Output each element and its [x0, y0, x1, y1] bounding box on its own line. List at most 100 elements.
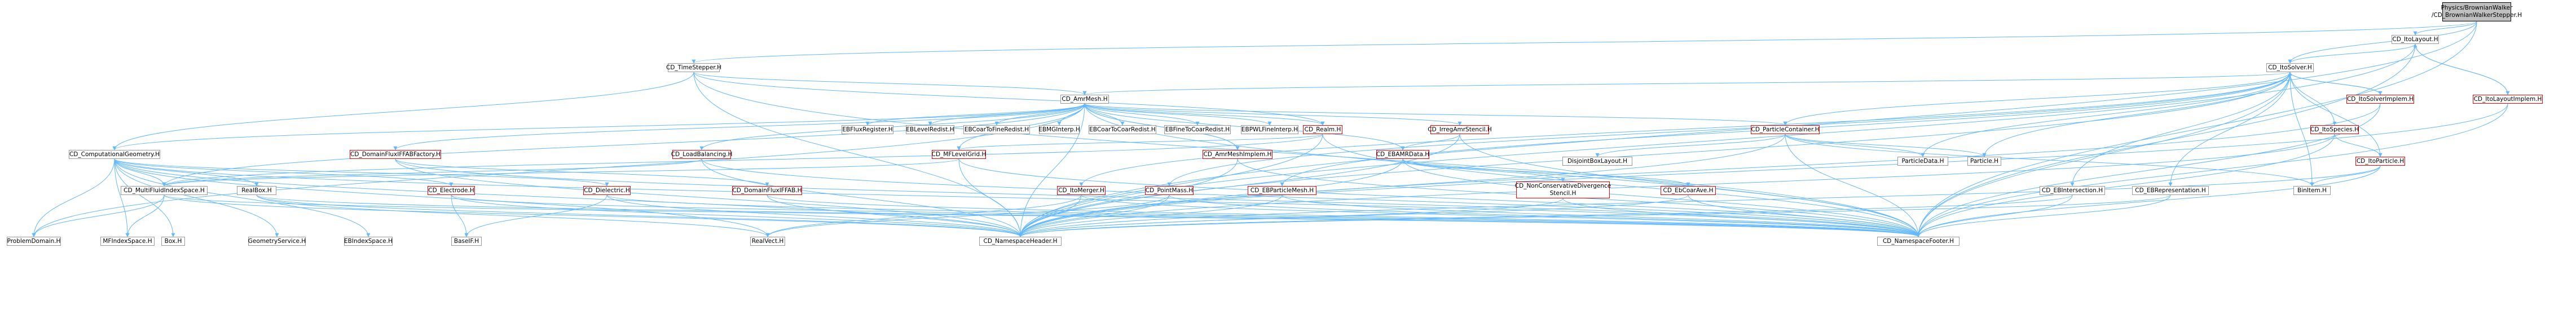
edge-timestepper-to-amrmesh [693, 72, 1087, 95]
edge-compgeom-to-mfmultifluidindexspace [114, 158, 166, 187]
edge-ebcoarave-to-nsfooter [1688, 194, 1921, 237]
node-timestepper[interactable]: CD_TimeStepper.H [666, 63, 721, 72]
edge-root-to-itosolver [2288, 21, 2477, 64]
node-ebrepresentation[interactable]: CD_EBRepresentation.H [2132, 186, 2209, 195]
edge-pointmass-to-realvect [765, 194, 1170, 237]
node-realvect[interactable]: RealVect.H [750, 237, 785, 246]
edge-realm-to-nsheader [1018, 134, 1323, 237]
node-compgeom[interactable]: CD_ComputationalGeometry.H [69, 150, 160, 159]
edge-itolayoutimplem-to-nsfooter [1916, 103, 2508, 237]
edge-particlecontainer-to-nsfooter [1785, 134, 1921, 237]
node-dielectric[interactable]: CD_Dielectric.H [583, 186, 631, 195]
node-root[interactable]: Physics/BrownianWalker /CD_BrownianWalke… [2432, 2, 2522, 21]
edge-loadbalancing-to-nsheader [701, 158, 1023, 237]
edge-mflevelgrid-to-nsheader [958, 158, 1023, 237]
node-domainfluxiffab[interactable]: CD_DomainFluxIFFAB.H [732, 186, 802, 195]
node-nonconsdivstencil[interactable]: CD_NonConservativeDivergence Stencil.H [1515, 182, 1611, 198]
edge-root-to-timestepper [692, 21, 2477, 64]
node-disjointboxlayout[interactable]: DisjointBoxLayout.H [1562, 157, 1632, 166]
edge-ebamrdata-to-nsfooter [1402, 158, 1921, 237]
node-geometryservice[interactable]: GeometryService.H [248, 237, 306, 246]
node-amrmeshimplem[interactable]: CD_AmrMeshImplem.H [1203, 150, 1272, 159]
node-nsheader[interactable]: CD_NamespaceHeader.H [979, 237, 1062, 246]
node-mflevelgrid[interactable]: CD_MFLevelGrid.H [932, 150, 986, 159]
edge-compgeom-to-electrode [114, 158, 453, 187]
edge-itomerger-to-realvect [765, 194, 1082, 237]
edge-ebrepresentation-to-nsfooter [1916, 194, 2171, 237]
edge-compgeom-to-box [114, 158, 175, 237]
edge-compgeom-to-realvect [114, 158, 770, 237]
edge-itoparticle-to-binitem [2310, 165, 2381, 187]
edge-particlecontainer-to-nsheader [1018, 134, 1786, 237]
edge-ebcoarave-to-nsheader [1018, 194, 1689, 237]
node-loadbalancing[interactable]: CD_LoadBalancing.H [671, 150, 732, 159]
node-electrode[interactable]: CD_Electrode.H [428, 186, 475, 195]
edge-root-to-nsheader [1018, 21, 2477, 237]
edge-dielectric-to-nsfooter [606, 194, 1921, 237]
node-ebfluxregister[interactable]: EBFluxRegister.H [842, 125, 893, 134]
edge-dielectric-to-basefab [464, 194, 607, 237]
node-itosolver[interactable]: CD_ItoSolver.H [2266, 63, 2314, 72]
edge-amrmesh-to-particlecontainer [1084, 103, 1787, 126]
edge-itoparticle-to-nsheader [1018, 165, 2381, 237]
node-problemdomain[interactable]: ProblemDomain.H [7, 237, 61, 246]
node-pointmass[interactable]: CD_PointMass.H [1145, 186, 1194, 195]
node-particlecontainer[interactable]: CD_ParticleContainer.H [1751, 125, 1820, 134]
node-box[interactable]: Box.H [161, 237, 185, 246]
edge-itosolver-to-pointmass [1167, 72, 2291, 187]
edge-itoparticle-to-nsfooter [1916, 165, 2381, 237]
node-nsfooter[interactable]: CD_NamespaceFooter.H [1877, 237, 1959, 246]
node-realbox[interactable]: RealBox.H [237, 186, 276, 195]
node-itolayoutimplem[interactable]: CD_ItoLayoutImplem.H [2473, 95, 2543, 104]
node-ebindexspace[interactable]: EBIndexSpace.H [344, 237, 393, 246]
edge-amrmesh-to-ebcoartofineredist [994, 103, 1085, 126]
edge-realbox-to-nsheader [256, 194, 1023, 237]
node-irregamrstencil[interactable]: CD_IrregAmrStencil.H [1428, 125, 1492, 134]
node-binitem[interactable]: BinItem.H [2293, 186, 2331, 195]
node-particle[interactable]: Particle.H [1967, 157, 2001, 166]
node-ebcoartofineredist[interactable]: EBCoarToFineRedist.H [963, 125, 1030, 134]
node-eblevelredist[interactable]: EBLevelRedist.H [906, 125, 954, 134]
node-mfindexspace[interactable]: MFIndexSpace.H [100, 237, 155, 246]
node-mfmultifluidindexspace[interactable]: CD_MultiFluidIndexSpace.H [121, 186, 208, 195]
node-itospecies[interactable]: CD_ItoSpecies.H [2310, 125, 2359, 134]
node-ebintersection[interactable]: CD_EBIntersection.H [2040, 186, 2105, 195]
node-ebcoarave[interactable]: CD_EbCoarAve.H [1661, 186, 1716, 195]
node-ebamrdata[interactable]: CD_EBAMRData.H [1376, 150, 1429, 159]
edge-electrode-to-nsfooter [451, 194, 1921, 237]
node-itosolverimplem[interactable]: CD_ItoSolverImplem.H [2346, 95, 2414, 104]
edge-domainfluxiffabfactory-to-nsfooter [395, 158, 1921, 237]
edge-realbox-to-realvect [256, 194, 770, 237]
node-ebfinetocoarredist[interactable]: EBFineToCoarRedist.H [1164, 125, 1231, 134]
node-itoparticle[interactable]: CD_ItoParticle.H [2355, 157, 2405, 166]
node-ebpwlfineinterp[interactable]: EBPWLFineInterp.H [1241, 125, 1298, 134]
edge-mfmultifluidindexspace-to-nsheader [164, 194, 1023, 237]
edge-domainfluxiffab-to-nsheader [767, 194, 1023, 237]
node-itomerger[interactable]: CD_ItoMerger.H [1057, 186, 1106, 195]
node-basefab[interactable]: BaseIF.H [451, 237, 482, 246]
edge-amrmesh-to-ebfinetocoarredist [1084, 103, 1200, 126]
edge-itosolver-to-itoparticle [2289, 72, 2383, 157]
edge-ebparticlemesh-to-nsheader [1018, 194, 1283, 237]
node-particledata[interactable]: ParticleData.H [1897, 157, 1948, 166]
edge-timestepper-to-nsfooter [693, 72, 1921, 237]
node-domainfluxiffabfactory[interactable]: CD_DomainFluxIFFABFactory.H [350, 150, 441, 159]
edge-electrode-to-nsheader [451, 194, 1023, 237]
edge-ebintersection-to-nsfooter [1916, 194, 2073, 237]
edge-electrode-to-basefab [451, 194, 469, 237]
node-ebmginterp[interactable]: EBMGInterp.H [1038, 125, 1080, 134]
edge-mfmultifluidindexspace-to-mfindexspace [125, 194, 165, 237]
node-ebcoartocoarredist[interactable]: EBCoarToCoarRedist.H [1089, 125, 1156, 134]
edge-itolayoutimplem-to-nsheader [1018, 103, 2508, 237]
edge-itosolver-to-amrmesh [1083, 72, 2291, 95]
node-itolayout[interactable]: CD_ItoLayout.H [2392, 35, 2439, 44]
node-realm[interactable]: CD_Realm.H [1303, 125, 1342, 134]
node-ebparticlemesh[interactable]: CD_EBParticleMesh.H [1248, 186, 1316, 195]
edge-compgeom-to-ebindexspace [114, 158, 371, 237]
edge-particlecontainer-to-disjointboxlayout [1595, 134, 1786, 157]
edge-mflevelgrid-to-mfmultifluidindexspace [162, 158, 959, 187]
edge-itosolver-to-nsfooter [1916, 72, 2291, 237]
edge-realm-to-mfmultifluidindexspace [162, 134, 1323, 187]
node-amrmesh[interactable]: CD_AmrMesh.H [1060, 95, 1109, 104]
edge-ebrepresentation-to-nsheader [1018, 194, 2171, 237]
